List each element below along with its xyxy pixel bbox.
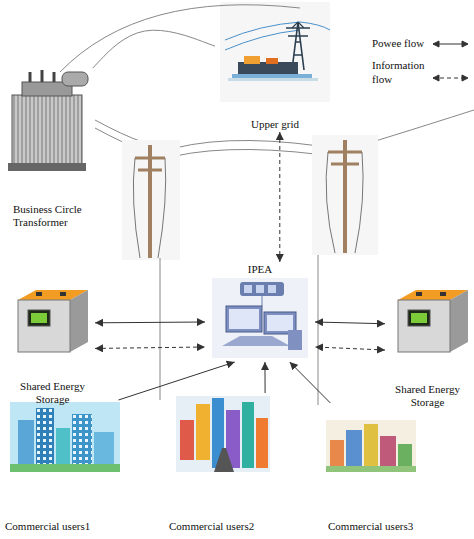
- city-picture: [10, 396, 416, 472]
- node-label: Upper grid: [220, 118, 330, 131]
- label-text: Business Circle Transformer: [13, 203, 82, 228]
- label-text: Commercial users1: [5, 520, 90, 532]
- legend-text: Information flow: [372, 59, 425, 85]
- transformer-node: Business Circle Transformer: [5, 68, 127, 230]
- node-label: Shared Energy Storage: [15, 380, 90, 406]
- node-label: Commercial users3: [328, 520, 432, 533]
- power-flow: [290, 362, 331, 403]
- information-flow: [95, 347, 205, 348]
- legend-text: Powee flow: [372, 37, 424, 49]
- user-node: Commercial users1: [5, 400, 127, 534]
- power-flow: [93, 30, 215, 68]
- node-label: Business Circle Transformer: [13, 203, 93, 229]
- label-text: Shared Energy Storage: [395, 383, 460, 408]
- legend-entry: Information flow: [372, 59, 430, 87]
- node-label: Shared Energy Storage: [390, 383, 465, 409]
- user-node: Commercial users3: [322, 403, 427, 534]
- user-node: Commercial users2: [165, 393, 275, 534]
- information-flow: [279, 132, 280, 262]
- information-flow: [315, 347, 385, 350]
- grid-node: Upper grid: [215, 0, 335, 132]
- legend-entry: Powee flow: [372, 37, 430, 51]
- utility-pole: [122, 135, 378, 260]
- label-text: IPEA: [248, 263, 272, 275]
- feeder-lines: [160, 255, 318, 405]
- power-flow: [95, 322, 205, 324]
- legend-samples: [433, 41, 468, 81]
- label-text: Commercial users2: [169, 520, 254, 532]
- power-wires: [60, 5, 474, 158]
- controller-node: IPEA: [205, 262, 315, 362]
- transformer-picture: [8, 70, 88, 171]
- power-flow: [264, 362, 265, 393]
- node-label: IPEA: [230, 263, 290, 276]
- power-flow: [118, 362, 234, 400]
- upper-grid-picture: [220, 2, 330, 102]
- storage-node: Shared Energy Storage: [385, 285, 470, 410]
- ipea-picture: [212, 278, 308, 358]
- label-text: Shared Energy Storage: [20, 380, 85, 405]
- node-label: Commercial users2: [169, 520, 277, 533]
- label-text: Upper grid: [251, 118, 299, 130]
- power-flow: [315, 322, 385, 324]
- battery-picture: [18, 290, 468, 352]
- label-text: Commercial users3: [328, 520, 413, 532]
- node-label: Commercial users1: [5, 520, 123, 533]
- storage-node: Shared Energy Storage: [10, 285, 95, 407]
